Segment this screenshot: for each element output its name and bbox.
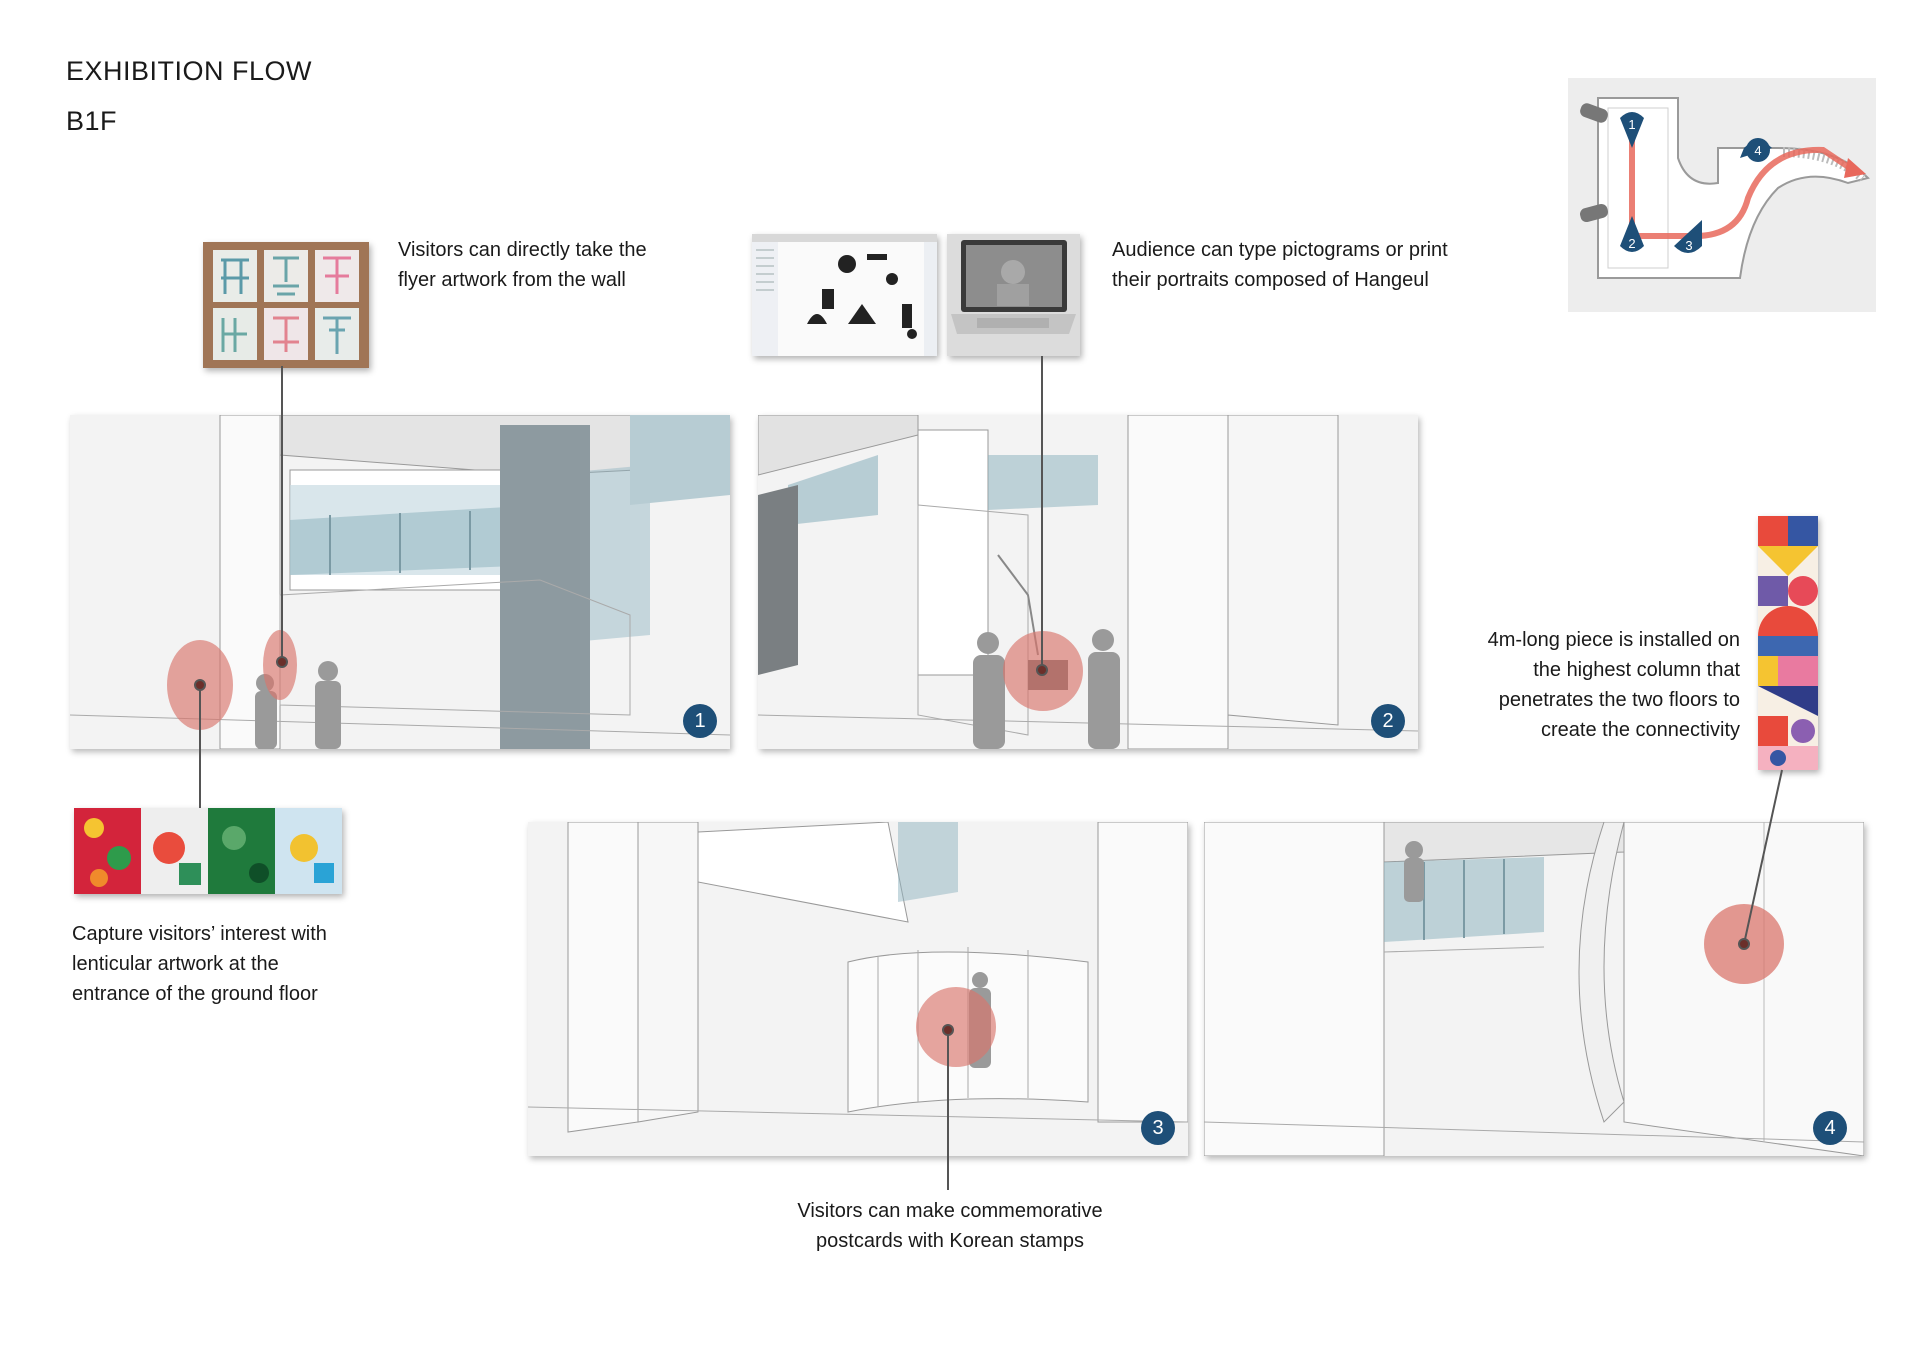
flyer-artwork-thumbnail: [203, 242, 369, 368]
column-caption: 4m-long piece is installed on the highes…: [1487, 629, 1740, 741]
pictogram-caption: Audience can type pictograms or print th…: [1112, 239, 1448, 291]
route-marker-2: 2: [1620, 216, 1644, 252]
floor-label: B1F: [66, 106, 118, 136]
scene-4-render: 4: [1204, 822, 1864, 1156]
pictogram-software-thumbnail: [752, 234, 937, 356]
scene-3-render: 3: [528, 822, 1188, 1156]
lenticular-caption: Capture visitors’ interest with lenticul…: [72, 923, 327, 1005]
postcards-caption: Visitors can make commemorative postcard…: [797, 1200, 1103, 1252]
scene-1-number: 1: [683, 704, 717, 738]
scene-2-number: 2: [1371, 704, 1405, 738]
scene-2-render: 2: [758, 415, 1418, 749]
route-marker-1: 1: [1620, 112, 1644, 148]
column-artwork-thumbnail: [1758, 516, 1818, 770]
scene-1-render: 1: [70, 415, 730, 749]
route-marker-3: 3: [1674, 220, 1702, 253]
route-marker-4: 4: [1740, 138, 1772, 162]
floor-plan-map: 1 2 3 4: [1568, 78, 1876, 312]
svg-text:1: 1: [1628, 117, 1635, 132]
page-title: EXHIBITION FLOW: [66, 56, 313, 86]
svg-text:2: 2: [1628, 236, 1635, 251]
flyer-caption: Visitors can directly take the flyer art…: [398, 239, 647, 291]
scene-4-number: 4: [1813, 1111, 1847, 1145]
scene-3-number: 3: [1141, 1111, 1175, 1145]
svg-text:4: 4: [1754, 143, 1761, 158]
svg-text:3: 3: [1685, 238, 1692, 253]
laptop-portrait-thumbnail: [947, 234, 1080, 356]
lenticular-artwork-thumbnail: [74, 808, 342, 894]
